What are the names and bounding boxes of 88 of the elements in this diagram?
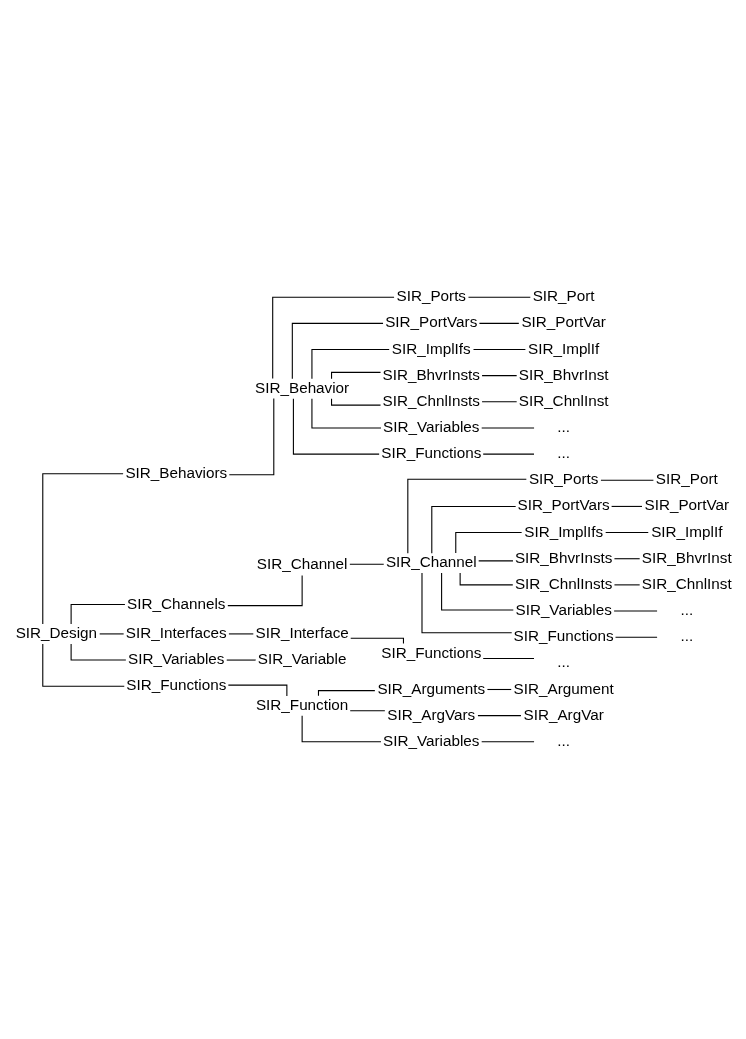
node-text: SIR_Port xyxy=(655,470,718,488)
connector xyxy=(613,584,640,586)
node-text: SIR_PortVars xyxy=(517,496,610,514)
node-text: SIR_Functions xyxy=(380,643,481,661)
node-text: SIR_ArgVar xyxy=(523,705,604,723)
node-text: SIR_Variables xyxy=(382,731,479,749)
connector xyxy=(478,322,519,324)
node-text: SIR_ArgVars xyxy=(386,705,475,723)
node-text: SIR_Functions xyxy=(125,676,226,694)
node-text: SIR_ImplIfs xyxy=(391,339,471,357)
node-text: ... xyxy=(679,627,693,645)
node-text: SIR_Behavior xyxy=(254,378,349,396)
connector xyxy=(476,715,521,717)
connector xyxy=(310,398,382,429)
node-text: SIR_ImplIf xyxy=(527,339,599,357)
connector xyxy=(477,560,514,562)
node-text: SIR_ImplIf xyxy=(650,522,722,540)
connector xyxy=(228,398,274,476)
connector xyxy=(41,643,125,687)
connector xyxy=(467,296,531,298)
connector xyxy=(482,657,535,659)
connector xyxy=(604,532,649,534)
node-text: SIR_Function xyxy=(255,695,348,713)
node-text: SIR_ChnlInsts xyxy=(382,391,480,409)
node-text: SIR_Functions xyxy=(380,444,481,462)
connector xyxy=(292,398,380,455)
connector xyxy=(481,401,517,403)
connector xyxy=(480,741,535,743)
node-text: SIR_PortVar xyxy=(644,496,729,514)
connector xyxy=(614,636,658,638)
connector xyxy=(459,572,513,586)
connector xyxy=(472,348,526,351)
node-text: SIR_BhvrInsts xyxy=(382,365,480,383)
node-text: SIR_Arguments xyxy=(376,679,485,697)
node-text: SIR_ChnlInsts xyxy=(514,574,612,592)
node-text: SIR_ChnlInst xyxy=(641,574,732,592)
node-text: SIR_PortVar xyxy=(520,313,606,331)
node-text: SIR_Channels xyxy=(126,594,225,612)
node-text: ... xyxy=(679,601,693,619)
node-text: SIR_Interfaces xyxy=(125,623,227,641)
node-text: ... xyxy=(556,731,570,749)
node-text: SIR_Functions xyxy=(513,627,614,645)
node-text: SIR_ImplIfs xyxy=(523,522,603,540)
node-text: SIR_Argument xyxy=(513,679,614,697)
node-text: SIR_Channel xyxy=(256,555,347,573)
node-text: SIR_BhvrInst xyxy=(518,365,609,383)
connector xyxy=(430,505,516,554)
connector xyxy=(610,505,643,507)
node-text: SIR_BhvrInsts xyxy=(514,548,612,566)
connector xyxy=(613,558,640,560)
connector xyxy=(310,348,390,380)
connector xyxy=(226,574,303,607)
connector xyxy=(440,572,514,611)
node-text: SIR_Channel xyxy=(385,553,477,571)
connector xyxy=(271,296,395,380)
node-text: SIR_Interface xyxy=(255,623,349,641)
node-text: SIR_BhvrInst xyxy=(641,548,732,566)
connector xyxy=(70,643,126,661)
node-text: SIR_Variables xyxy=(382,418,479,435)
node-text: SIR_Port xyxy=(532,287,595,305)
node-text: SIR_Behaviors xyxy=(124,463,227,481)
connector xyxy=(330,398,381,406)
connector xyxy=(454,532,522,554)
connector xyxy=(348,563,384,565)
node-text: SIR_Variable xyxy=(257,650,346,668)
node-text: SIR_ChnlInst xyxy=(518,391,609,409)
node-text: SIR_Design xyxy=(15,623,97,641)
node-text: SIR_Variables xyxy=(127,650,224,668)
connector xyxy=(301,715,381,743)
node-text: SIR_Ports xyxy=(396,287,466,305)
connector xyxy=(420,572,512,634)
connector xyxy=(349,637,404,644)
connector xyxy=(486,688,512,691)
node-text: ... xyxy=(556,444,570,462)
node-text: SIR_Ports xyxy=(528,470,598,488)
node-text: ... xyxy=(556,653,570,671)
node-text: ... xyxy=(556,418,570,435)
connector xyxy=(599,479,654,481)
connector xyxy=(406,478,527,554)
connector xyxy=(349,710,385,712)
connector xyxy=(481,375,517,377)
connector xyxy=(70,603,125,625)
connector xyxy=(330,371,381,380)
connector xyxy=(482,453,535,455)
node-text: SIR_PortVars xyxy=(384,313,477,331)
connector xyxy=(41,473,124,625)
node-text: SIR_Variables xyxy=(514,601,612,619)
connector xyxy=(291,322,384,380)
